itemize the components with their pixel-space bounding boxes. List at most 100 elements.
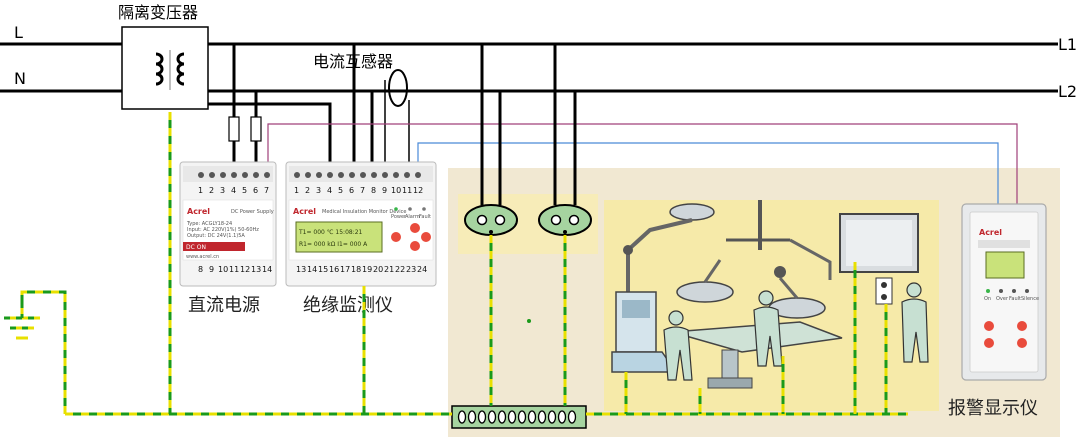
alarm-key-1[interactable] — [984, 321, 994, 331]
monitor-label: 绝缘监测仪 — [303, 295, 393, 316]
alarm-display-device: Acrel On Over Fault Silence — [961, 203, 1047, 381]
svg-text:Power: Power — [391, 214, 407, 220]
alarm-keypad[interactable] — [984, 321, 1027, 348]
ground-icon — [4, 302, 40, 340]
alarm-lcd — [985, 251, 1025, 279]
svg-text:8: 8 — [198, 265, 203, 274]
monitor-key-menu[interactable] — [391, 232, 401, 242]
transformer-box — [121, 26, 209, 110]
dc-model-title: DC Power Supply — [231, 209, 274, 215]
monitor-bottom-terminal-numbers: 13 14 15 16 17 18 19 20 21 22 23 24 — [296, 265, 427, 274]
monitor-lcd-line2: R1= 000 kΩ I1= 000 A — [299, 241, 368, 248]
svg-text:6: 6 — [253, 186, 258, 195]
monitor-key-up[interactable] — [410, 223, 420, 233]
monitor-indicators: Power Alarm Fault — [391, 207, 431, 220]
svg-text:Over: Over — [996, 296, 1009, 302]
svg-text:4: 4 — [327, 186, 332, 195]
fuse-1 — [228, 116, 240, 142]
svg-text:15: 15 — [318, 265, 328, 274]
monitor-lcd-line1: T1= 000 ℃ 15:08:21 — [298, 229, 363, 236]
svg-text:7: 7 — [360, 186, 365, 195]
alarm-key-3[interactable] — [984, 338, 994, 348]
pe-conductors — [20, 112, 908, 416]
svg-text:14: 14 — [307, 265, 317, 274]
monitor-keypad[interactable] — [391, 223, 431, 251]
dc-spec-2: Output: DC 24V(1.1)5A — [187, 233, 245, 239]
svg-text:5: 5 — [338, 186, 343, 195]
transformer-label: 隔离变压器 — [118, 3, 198, 22]
signal-purple — [267, 123, 1018, 205]
svg-text:9: 9 — [209, 265, 214, 274]
ct-ring-icon — [388, 69, 408, 107]
svg-text:2: 2 — [305, 186, 310, 195]
monitor-model-title: Medical Insulation Monitor Device — [322, 209, 406, 215]
alarm-indicators: On Over Fault Silence — [984, 289, 1039, 302]
alarm-display-label: 报警显示仪 — [948, 398, 1038, 419]
svg-text:19: 19 — [362, 265, 372, 274]
svg-text:Fault: Fault — [1009, 296, 1021, 302]
svg-text:22: 22 — [395, 265, 405, 274]
socket-2-icon — [538, 204, 592, 236]
monitor-lcd — [295, 221, 383, 253]
signal-blue — [417, 142, 999, 205]
svg-text:3: 3 — [220, 186, 225, 195]
equipotential-terminal-strip — [451, 405, 587, 429]
monitor-top-terminal-numbers: 1 2 3 4 5 6 7 8 9 10 11 12 — [294, 186, 423, 195]
insulation-monitor: 1 2 3 4 5 6 7 8 9 10 11 12 Acrel Medical… — [285, 161, 437, 287]
alarm-key-4[interactable] — [1017, 338, 1027, 348]
svg-text:10: 10 — [391, 186, 401, 195]
dc-supply-label: 直流电源 — [188, 295, 260, 316]
svg-text:24: 24 — [417, 265, 427, 274]
dc-bottom-terminal-numbers: 8 9 10 11 12 13 14 — [198, 265, 272, 274]
svg-text:Fault: Fault — [419, 214, 431, 220]
svg-text:2: 2 — [209, 186, 214, 195]
operating-room-illustration — [611, 200, 929, 389]
svg-text:17: 17 — [340, 265, 350, 274]
svg-text:1: 1 — [294, 186, 299, 195]
monitor-key-ok[interactable] — [421, 232, 431, 242]
alarm-key-2[interactable] — [1017, 321, 1027, 331]
svg-text:12: 12 — [240, 265, 250, 274]
svg-text:On: On — [984, 296, 991, 302]
svg-text:8: 8 — [371, 186, 376, 195]
label-l2: L2 — [1058, 82, 1077, 101]
transformer-coil-icon — [155, 52, 185, 86]
label-l1: L1 — [1058, 35, 1077, 54]
alarm-brand: Acrel — [979, 228, 1002, 237]
fuse-2 — [250, 116, 262, 142]
svg-text:4: 4 — [231, 186, 236, 195]
svg-text:13: 13 — [296, 265, 306, 274]
dc-power-supply: 1 2 3 4 5 6 7 Acrel DC Power Supply Type… — [179, 161, 277, 287]
svg-text:Silence: Silence — [1021, 296, 1039, 302]
monitor-top-terminal-screws — [294, 172, 421, 178]
svg-text:11: 11 — [402, 186, 412, 195]
ct-label: 电流互感器 — [313, 52, 393, 71]
dc-status-strip — [183, 242, 245, 251]
label-n: N — [14, 69, 26, 88]
svg-text:21: 21 — [384, 265, 394, 274]
svg-text:5: 5 — [242, 186, 247, 195]
label-l: L — [14, 23, 23, 42]
svg-text:23: 23 — [406, 265, 416, 274]
svg-text:7: 7 — [264, 186, 269, 195]
pe-junction-dot — [527, 319, 531, 323]
dc-spec-0: Type: ACGLY18-24 — [186, 221, 232, 227]
svg-text:18: 18 — [351, 265, 361, 274]
svg-text:20: 20 — [373, 265, 383, 274]
wire-monitor-1 — [208, 102, 332, 168]
svg-text:9: 9 — [382, 186, 387, 195]
svg-text:1: 1 — [198, 186, 203, 195]
dc-top-terminal-screws — [198, 172, 270, 178]
svg-text:Alarm: Alarm — [405, 214, 420, 220]
monitor-key-down[interactable] — [410, 241, 420, 251]
svg-text:6: 6 — [349, 186, 354, 195]
dc-spec-1: Input: AC 220V(1%) 50-60Hz — [187, 227, 259, 233]
dc-website: www.acrel.cn — [186, 254, 219, 260]
svg-text:10: 10 — [218, 265, 228, 274]
socket-1-icon — [464, 204, 518, 236]
dc-brand: Acrel — [187, 207, 210, 216]
svg-text:3: 3 — [316, 186, 321, 195]
dc-status: DC ON — [186, 244, 206, 251]
